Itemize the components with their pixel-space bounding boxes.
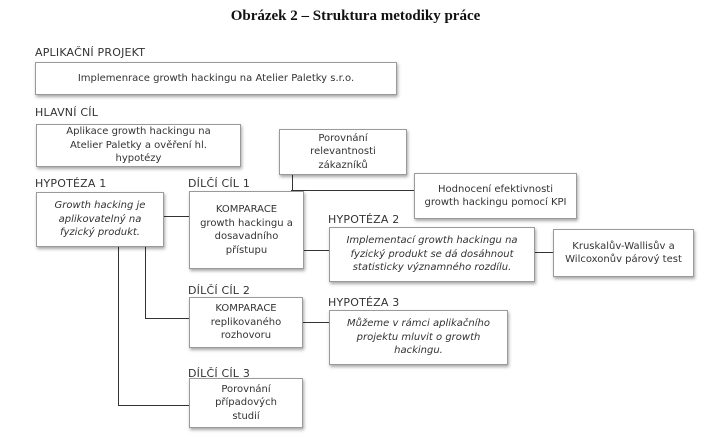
label-dilci-cil-1: DÍLČÍ CÍL 1 bbox=[188, 177, 251, 190]
label-hypoteza-3: HYPOTÉZA 3 bbox=[328, 296, 400, 309]
box-dilci-cil-2-text: KOMPARACE replikovaného rozhovoru bbox=[210, 303, 282, 342]
box-hypoteza-2: Implementací growth hackingu na fyzický … bbox=[329, 227, 535, 282]
box-hypoteza-3: Můžeme v rámci aplikačního projektu mluv… bbox=[329, 310, 508, 365]
box-hypoteza-1: Growth hacking je aplikovatelný na fyzic… bbox=[36, 192, 164, 247]
figure-title: Obrázek 2 – Struktura metodiky práce bbox=[230, 8, 481, 24]
label-hypoteza-2: HYPOTÉZA 2 bbox=[328, 213, 400, 226]
connector-dc2-h3 bbox=[302, 322, 329, 323]
connector-h1-dc2-horizontal bbox=[145, 318, 189, 319]
connector-porovnani-dc1 bbox=[292, 165, 293, 190]
label-hypoteza-1: HYPOTÉZA 1 bbox=[35, 177, 107, 190]
box-hlavni-cil-text: Aplikace growth hackingu na Atelier Pale… bbox=[66, 126, 211, 165]
box-testy-text: Kruskalův-Wallisův a Wilcoxonův párový t… bbox=[565, 240, 682, 266]
label-dilci-cil-3: DÍLČÍ CÍL 3 bbox=[188, 367, 251, 380]
box-dilci-cil-3-text: Porovnání případových studií bbox=[215, 383, 277, 422]
connector-h1-dc3-vertical bbox=[118, 246, 119, 406]
connector-h1-dc3-horizontal bbox=[118, 405, 189, 406]
box-testy: Kruskalův-Wallisův a Wilcoxonův párový t… bbox=[553, 229, 694, 277]
box-hypoteza-1-text: Growth hacking je aplikovatelný na fyzic… bbox=[54, 200, 146, 239]
box-dilci-cil-3: Porovnání případových studií bbox=[189, 378, 303, 428]
box-dilci-cil-1: KOMPARACE growth hackingu a dosavadního … bbox=[189, 191, 304, 269]
label-hlavni-cil: HLAVNÍ CÍL bbox=[35, 106, 99, 119]
box-hodnoceni-kpi-text: Hodnocení efektivnosti growth hackingu p… bbox=[424, 183, 567, 209]
box-dilci-cil-2: KOMPARACE replikovaného rozhovoru bbox=[189, 297, 303, 348]
label-dilci-cil-2: DÍLČÍ CÍL 2 bbox=[188, 284, 251, 297]
connector-h1-dc1 bbox=[163, 216, 189, 217]
box-hlavni-cil: Aplikace growth hackingu na Atelier Pale… bbox=[36, 124, 241, 167]
connector-dc1-hodnoceni bbox=[291, 190, 415, 191]
box-hypoteza-2-text: Implementací growth hackingu na fyzický … bbox=[346, 235, 518, 274]
box-aplikacni-projekt: Implemenrace growth hackingu na Atelier … bbox=[35, 62, 397, 95]
box-hodnoceni-kpi: Hodnocení efektivnosti growth hackingu p… bbox=[414, 173, 577, 219]
label-aplikacni-projekt: APLIKAČNÍ PROJEKT bbox=[35, 46, 146, 59]
box-porovnani-zakazniku: Porovnání relevantnosti zákazníků bbox=[279, 129, 407, 175]
box-dilci-cil-1-text: KOMPARACE growth hackingu a dosavadního … bbox=[200, 204, 293, 256]
box-aplikacni-projekt-text: Implemenrace growth hackingu na Atelier … bbox=[77, 72, 355, 84]
connector-h1-dc2-vertical bbox=[145, 246, 146, 319]
box-porovnani-zakazniku-text: Porovnání relevantnosti zákazníků bbox=[310, 132, 376, 171]
box-hypoteza-3-text: Můžeme v rámci aplikačního projektu mluv… bbox=[347, 318, 490, 357]
connector-dc1-h2 bbox=[303, 250, 329, 251]
connector-h2-testy bbox=[534, 252, 554, 253]
